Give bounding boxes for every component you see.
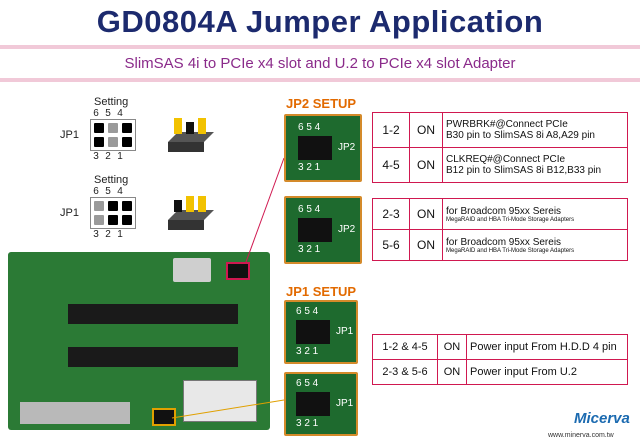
pin-open: [94, 201, 104, 211]
header-pins: [298, 136, 332, 160]
jp2-highlight: [226, 262, 250, 280]
jumper-3d-icon-1: [168, 118, 214, 152]
pin-number: 3: [93, 229, 99, 240]
page-title: GD0804A Jumper Application: [96, 4, 544, 39]
jp1-label: JP1: [336, 398, 354, 409]
table-row: 1-2 & 4-5 ON Power input From H.D.D 4 pi…: [372, 334, 628, 360]
desc-line: B12 pin to SlimSAS 8i B12,B33 pin: [446, 165, 602, 176]
table-row: 2-3 & 5-6 ON Power input From U.2: [372, 359, 628, 385]
pcie-slot-1: [68, 304, 238, 324]
pin-number: 4: [117, 186, 123, 197]
state-cell: ON: [409, 112, 443, 148]
pin-number: 2: [105, 151, 111, 162]
pcie-slot-2: [68, 347, 238, 367]
jp1-label: JP1: [60, 207, 79, 219]
desc-line: for Broadcom 95xx Sereis: [446, 236, 562, 248]
pin-open: [108, 123, 118, 133]
pin-closed: [122, 215, 132, 225]
jp1-photo-2: 6 5 4 3 2 1 JP1: [284, 372, 358, 436]
pins-cell: 4-5: [372, 147, 410, 183]
state-cell: ON: [409, 147, 443, 183]
state-cell: ON: [409, 229, 443, 261]
pins-cell: 1-2 & 4-5: [372, 334, 438, 360]
slimsas-connector: [173, 258, 211, 282]
pins-cell: 2-3: [372, 198, 410, 230]
setting-diagram-1: Setting 6 5 4 JP1 3 2 1: [60, 96, 136, 162]
jp2-setup-header: JP2 SETUP: [286, 96, 357, 111]
desc-line: B30 pin to SlimSAS 8i A8,A29 pin: [446, 130, 595, 141]
divider-bottom: [0, 78, 640, 82]
jp1-table: 1-2 & 4-5 ON Power input From H.D.D 4 pi…: [372, 334, 628, 385]
desc-line: PWRBRK#@Connect PCIe: [446, 119, 568, 130]
pins-cell: 2-3 & 5-6: [372, 359, 438, 385]
jp2-photo-1: 6 5 4 3 2 1 JP2: [284, 114, 362, 182]
jp1-setup-header: JP1 SETUP: [286, 284, 357, 299]
pin-closed: [108, 215, 118, 225]
brand-logo: Micerva: [574, 410, 630, 427]
desc-line-small: MegaRAID and HBA Tri-Mode Storage Adapte…: [446, 247, 575, 254]
state-cell: ON: [409, 198, 443, 230]
pin-number: 5: [105, 108, 111, 119]
u2-connector: [20, 402, 130, 424]
desc-line-small: MegaRAID and HBA Tri-Mode Storage Adapte…: [446, 216, 575, 223]
pin-closed: [108, 201, 118, 211]
setting-label: Setting: [94, 96, 129, 108]
pin-open: [108, 137, 118, 147]
pin-number: 5: [105, 186, 111, 197]
power-connector: [183, 380, 257, 422]
pin-closed: [122, 201, 132, 211]
board-photo: [8, 252, 270, 430]
divider-top: [0, 45, 640, 49]
desc-cell: Power input From H.D.D 4 pin: [466, 334, 628, 360]
pin-number: 3: [93, 151, 99, 162]
desc-line: for Broadcom 95xx Sereis: [446, 205, 562, 217]
pin-number: 1: [117, 151, 123, 162]
pin-closed: [94, 137, 104, 147]
pin-number: 4: [117, 108, 123, 119]
jumper-grid: [90, 119, 136, 151]
jp1-label: JP1: [60, 129, 79, 141]
pin-number: 6: [93, 108, 99, 119]
pin-number: 1: [117, 229, 123, 240]
header-pins: [296, 392, 330, 416]
pins-cell: 1-2: [372, 112, 410, 148]
jp2-label: JP2: [338, 142, 356, 153]
jp1-label: JP1: [336, 326, 354, 337]
pin-closed: [94, 123, 104, 133]
pin-number: 6: [93, 186, 99, 197]
website-text: www.minerva.com.tw: [548, 432, 614, 439]
state-cell: ON: [437, 334, 467, 360]
jp1-highlight: [152, 408, 176, 426]
setting-diagram-2: Setting 6 5 4 JP1 3 2 1: [60, 174, 136, 240]
state-cell: ON: [437, 359, 467, 385]
pin-closed: [122, 123, 132, 133]
pin-closed: [122, 137, 132, 147]
jumper-grid: [90, 197, 136, 229]
page-subtitle: SlimSAS 4i to PCIe x4 slot and U.2 to PC…: [124, 55, 516, 72]
pin-open: [94, 215, 104, 225]
desc-cell: Power input From U.2: [466, 359, 628, 385]
header-pins: [296, 320, 330, 344]
pins-cell: 5-6: [372, 229, 410, 261]
jp2-photo-2: 6 5 4 3 2 1 JP2: [284, 196, 362, 264]
jp2-label: JP2: [338, 224, 356, 235]
desc-line: CLKREQ#@Connect PCIe: [446, 154, 566, 165]
jp1-photo-1: 6 5 4 3 2 1 JP1: [284, 300, 358, 364]
setting-label: Setting: [94, 174, 129, 186]
pin-number: 2: [105, 229, 111, 240]
jumper-3d-icon-2: [168, 196, 214, 230]
header-pins: [298, 218, 332, 242]
